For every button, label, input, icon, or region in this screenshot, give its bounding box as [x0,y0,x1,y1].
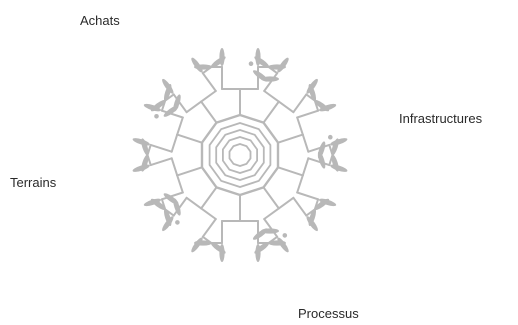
leaf [329,163,348,174]
twig-line [264,219,277,237]
twig-line [293,94,306,112]
arm-stem [262,186,279,209]
twig-line [203,219,216,237]
node-dot [283,233,288,238]
fork-line [172,135,178,152]
node-dot [175,220,180,225]
fork-line [201,208,216,219]
label-terrains: Terrains [10,176,56,189]
arm-stem [262,102,279,125]
label-processus: Processus [298,307,359,320]
hub-ring [202,115,278,195]
fork-line [172,158,178,175]
arm-stem [201,102,218,125]
label-infrastructures: Infrastructures [399,112,482,125]
twig-line [293,198,306,216]
fork-line [279,102,294,113]
label-achats: Achats [80,14,120,27]
twig-line [203,73,216,91]
arm-stem [276,135,303,144]
fork-line [177,175,183,192]
fork-line [303,158,309,175]
arm-stem [177,167,204,176]
fork-line [297,118,303,135]
arm-stem [201,186,218,209]
fork-line [187,102,202,113]
fork-line [201,91,216,102]
fork-line [177,118,183,135]
arm-stem [276,167,303,176]
node-dot [154,114,159,119]
node-dot [249,61,254,66]
leaf [252,69,270,84]
leaf [255,244,260,262]
fork-line [279,198,294,209]
fork-line [264,208,279,219]
twig-line [151,158,172,165]
leaf [132,137,151,148]
twig-line [297,193,318,200]
fork-line [264,91,279,102]
twig-line [264,73,277,91]
leaf [268,240,286,245]
node-dot [328,135,333,140]
twig-line [151,145,172,152]
fork-line [303,135,309,152]
leaf [261,228,279,233]
arm-stem [177,135,204,144]
fork-line [297,175,303,192]
fork-line [187,198,202,209]
twig-line [297,111,318,118]
